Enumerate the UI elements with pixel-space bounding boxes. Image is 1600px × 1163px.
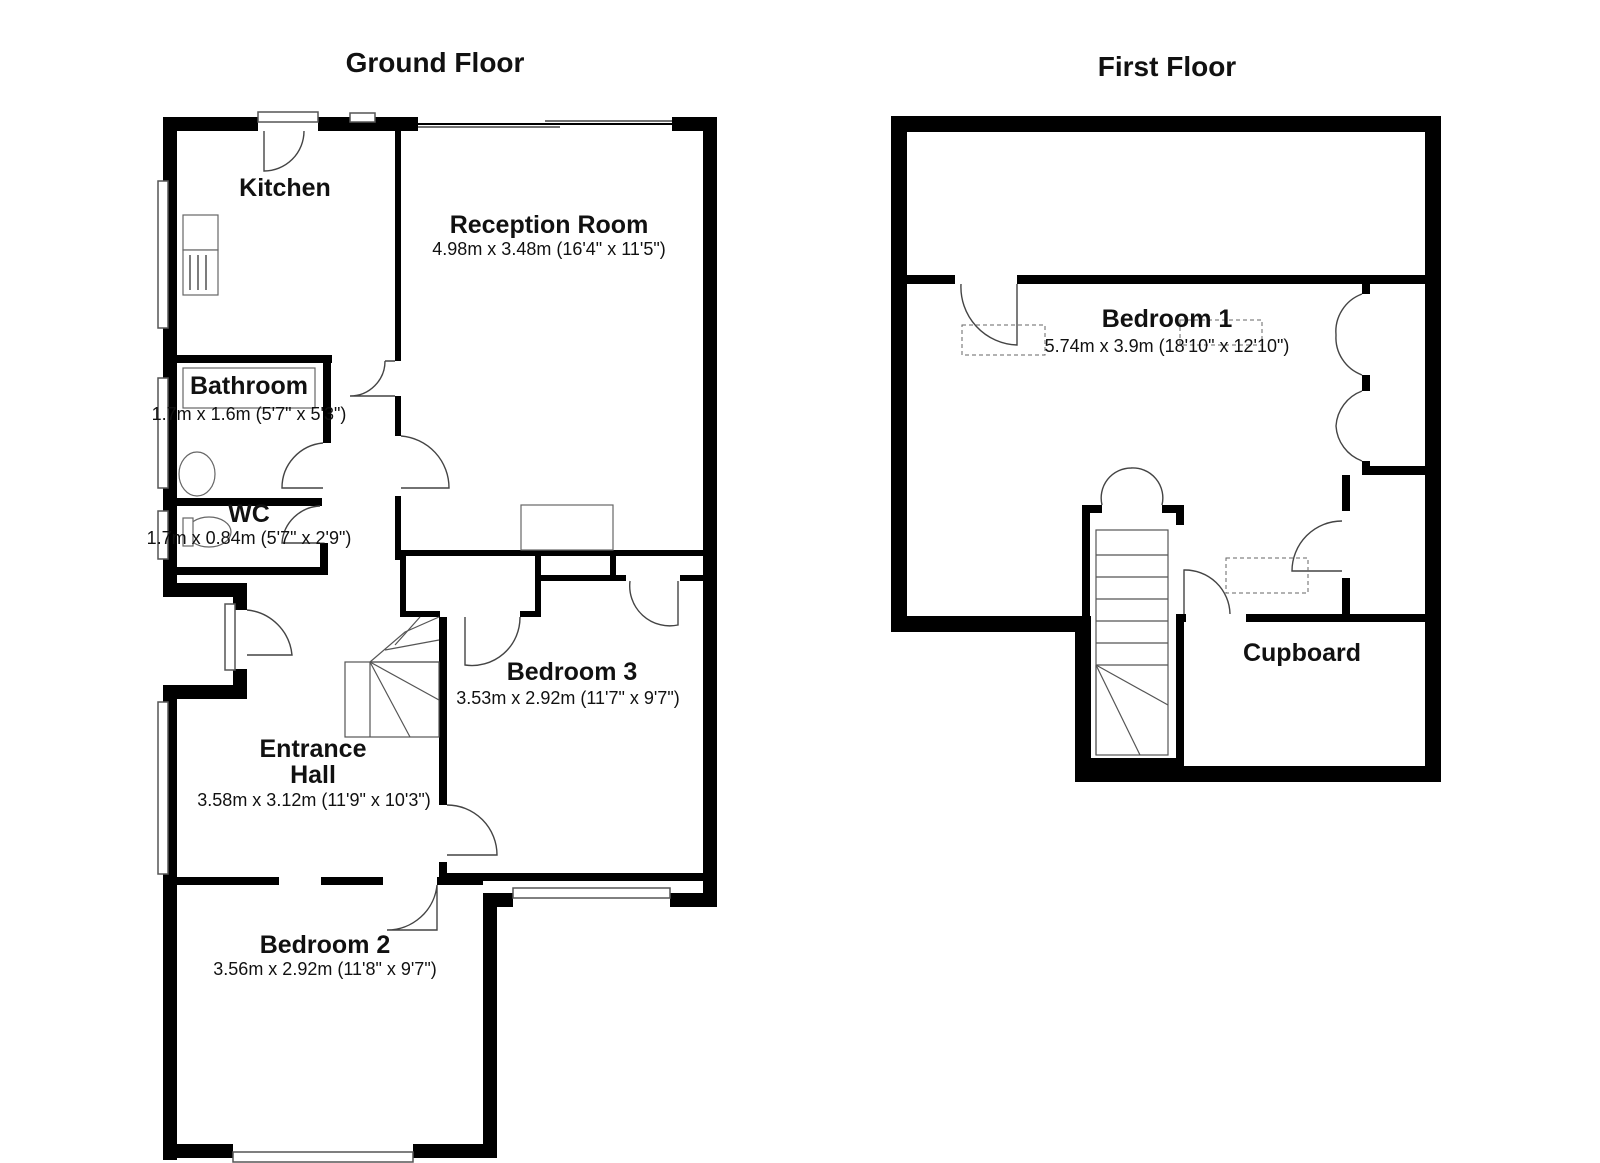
entrance-hall-label-line2: Hall xyxy=(290,761,336,789)
washbasin-icon xyxy=(178,451,216,497)
bedroom-2-label: Bedroom 2 xyxy=(260,931,391,959)
ground-staircase xyxy=(344,616,440,738)
first-floor-plan: First Floor Bedroom 1 5.74m x 3.9m (18'1… xyxy=(891,51,1441,782)
first-staircase xyxy=(1095,529,1169,756)
wc-label: WC xyxy=(228,500,270,528)
first-interior-walls xyxy=(907,275,1425,766)
ground-floor-title: Ground Floor xyxy=(346,47,525,78)
roof-window-icon xyxy=(1225,557,1309,594)
ground-windows xyxy=(157,111,672,1163)
roof-window-icon xyxy=(961,324,1046,356)
kitchen-label: Kitchen xyxy=(239,174,331,202)
kitchen-sink-icon xyxy=(182,214,219,251)
reception-room-dimensions: 4.98m x 3.48m (16'4" x 11'5") xyxy=(432,239,665,259)
entrance-hall-dimensions: 3.58m x 3.12m (11'9" x 10'3") xyxy=(197,790,430,810)
first-doors xyxy=(960,283,1363,615)
cupboard-label: Cupboard xyxy=(1243,639,1361,667)
first-floor-title: First Floor xyxy=(1098,51,1237,82)
first-labels: First Floor Bedroom 1 5.74m x 3.9m (18'1… xyxy=(1045,51,1361,667)
ground-labels: Ground Floor Kitchen Reception Room 4.98… xyxy=(147,47,680,979)
bedroom-1-label: Bedroom 1 xyxy=(1102,305,1233,333)
bathroom-label: Bathroom xyxy=(190,372,308,400)
ground-doors xyxy=(246,130,679,931)
first-exterior-walls xyxy=(891,116,1441,782)
ground-fixtures xyxy=(178,214,614,551)
first-fixtures xyxy=(961,319,1309,594)
roof-window-icon xyxy=(1179,319,1263,346)
ground-interior-walls xyxy=(177,131,703,885)
bathroom-dimensions: 1.7m x 1.6m (5'7" x 5'3") xyxy=(152,404,347,424)
bedroom-3-dimensions: 3.53m x 2.92m (11'7" x 9'7") xyxy=(456,688,679,708)
bedroom-1-dimensions: 5.74m x 3.9m (18'10" x 12'10") xyxy=(1045,336,1290,356)
bedroom-2-dimensions: 3.56m x 2.92m (11'8" x 9'7") xyxy=(213,959,436,979)
fireplace-icon xyxy=(520,504,614,551)
ground-floor-plan: Ground Floor Kitchen Reception Room 4.98… xyxy=(147,47,717,1163)
reception-room-label: Reception Room xyxy=(450,211,649,239)
wc-dimensions: 1.7m x 0.84m (5'7" x 2'9") xyxy=(147,528,352,548)
bathtub-icon xyxy=(182,367,316,409)
bedroom-3-label: Bedroom 3 xyxy=(507,658,638,686)
entrance-hall-label-line1: Entrance xyxy=(260,735,367,763)
